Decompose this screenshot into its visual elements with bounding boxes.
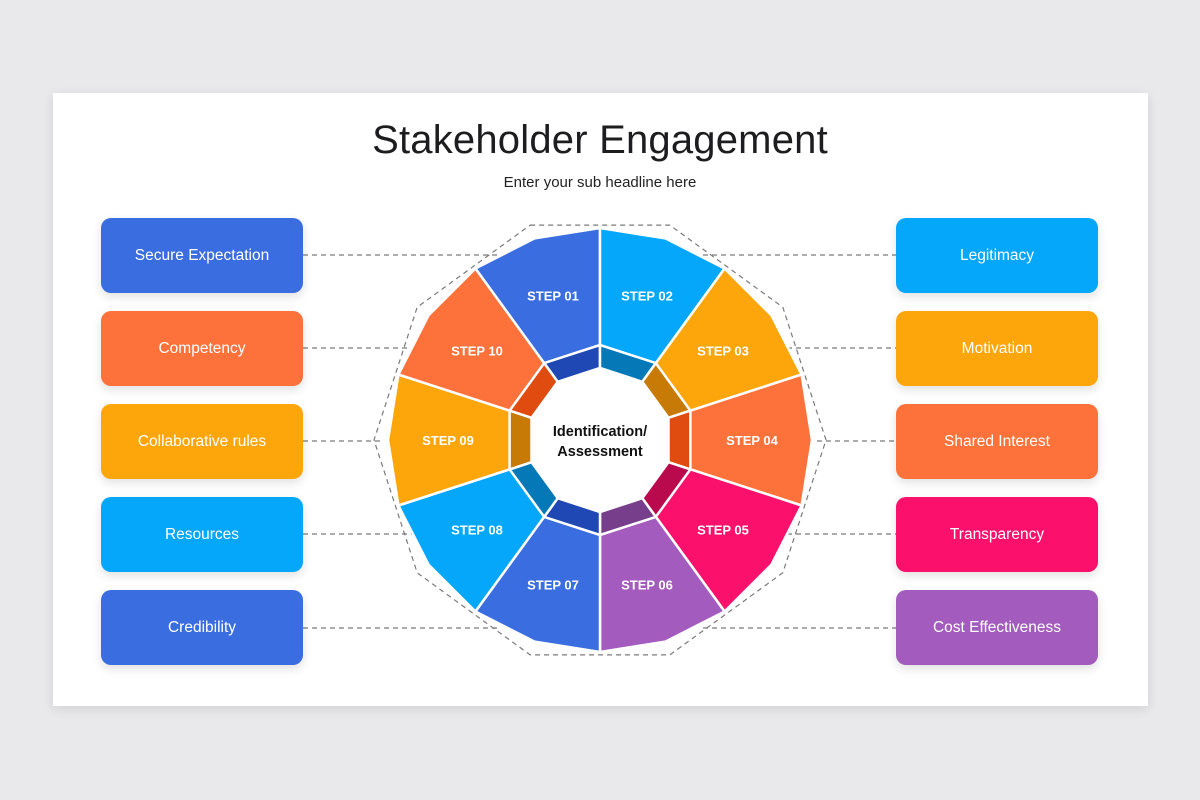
step-segments xyxy=(386,226,814,654)
step-band-4 xyxy=(667,409,692,471)
step-label-8: STEP 08 xyxy=(451,522,503,537)
left-item-credibility: Credibility xyxy=(101,590,303,665)
left-item-collaborative-rules: Collaborative rules xyxy=(101,404,303,479)
page-title: Stakeholder Engagement xyxy=(372,118,828,162)
left-item-secure-expectation: Secure Expectation xyxy=(101,218,303,293)
step-label-6: STEP 06 xyxy=(621,578,673,593)
page-subtitle: Enter your sub headline here xyxy=(503,174,697,191)
step-label-2: STEP 02 xyxy=(621,288,673,303)
right-item-legitimacy: Legitimacy xyxy=(896,218,1098,293)
center-label-line-1: Identification/ xyxy=(553,424,647,440)
step-label-9: STEP 09 xyxy=(422,433,474,448)
step-label-10: STEP 10 xyxy=(451,344,503,359)
step-labels: STEP 01 STEP 02 STEP 03 STEP 04 STEP 05 STEP … xyxy=(422,288,779,592)
step-label-5: STEP 05 xyxy=(697,522,749,537)
right-item-shared-interest: Shared Interest xyxy=(896,404,1098,479)
inner-dark-band xyxy=(508,343,692,537)
connector-lines xyxy=(303,254,896,629)
right-item-transparency: Transparency xyxy=(896,497,1098,572)
step-label-3: STEP 03 xyxy=(697,344,749,359)
center-hub xyxy=(530,366,670,514)
step-label-7: STEP 07 xyxy=(527,578,579,593)
center-label-line-2: Assessment xyxy=(557,444,643,460)
left-item-resources: Resources xyxy=(101,497,303,572)
step-label-4: STEP 04 xyxy=(726,433,779,448)
left-item-competency: Competency xyxy=(101,311,303,386)
step-label-1: STEP 01 xyxy=(527,288,579,303)
right-item-cost-effectiveness: Cost Effectiveness xyxy=(896,590,1098,665)
right-item-motivation: Motivation xyxy=(896,311,1098,386)
step-band-9 xyxy=(508,409,533,471)
decagon-dashed-outline xyxy=(373,224,827,656)
